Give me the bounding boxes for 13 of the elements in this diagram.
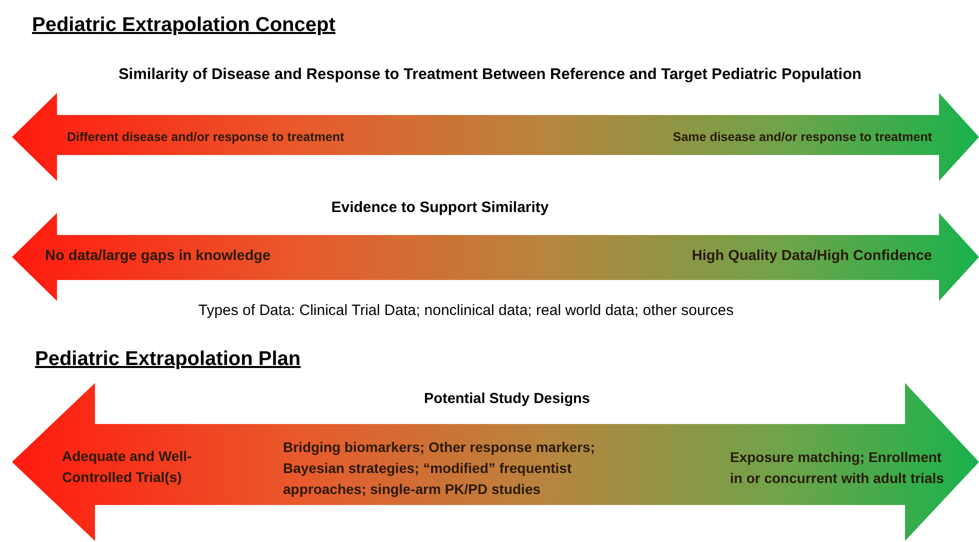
- arrow-text: High Quality Data/High Confidence: [692, 247, 932, 266]
- arrow-text: Bridging biomarkers; Other response markers; Bayesian strategies; “modified” frequentist approaches; single-arm PK/PD studies: [283, 438, 596, 499]
- heading-text: Potential Study Designs: [424, 391, 590, 407]
- heading-text: Similarity of Disease and Response to Treatment Between Reference and Target Pediatric Population: [118, 66, 862, 83]
- arrow-text: No data/large gaps in knowledge: [45, 247, 271, 266]
- arrow-text: Different disease and/or response to treatment: [67, 128, 344, 146]
- heading-text: Types of Data: Clinical Trial Data; nonclinical data; real world data; other sources: [198, 302, 734, 319]
- arrow-text: Exposure matching; Enrollment in or concurrent with adult trials: [730, 448, 945, 488]
- section-heading: Pediatric Extrapolation Plan: [35, 347, 301, 372]
- section-heading: Pediatric Extrapolation Concept: [32, 13, 336, 38]
- arrow-text: Same disease and/or response to treatment: [672, 128, 932, 146]
- heading-text: Evidence to Support Similarity: [331, 199, 549, 216]
- arrow-text: Adequate and Well-Controlled Trial(s): [62, 447, 193, 487]
